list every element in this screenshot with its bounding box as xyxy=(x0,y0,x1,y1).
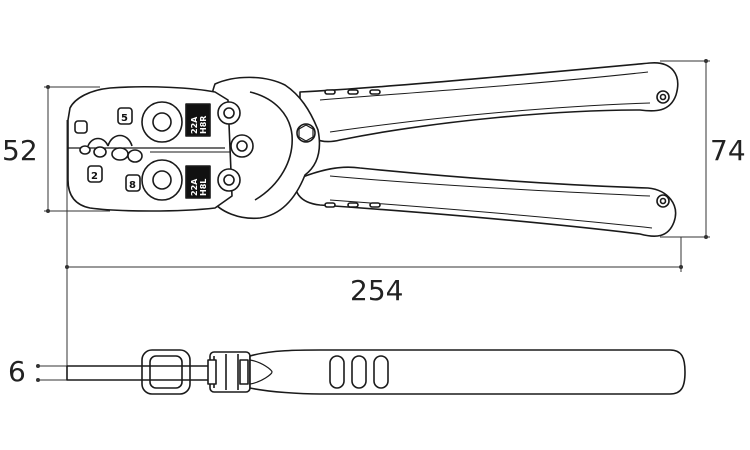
tool-top-view xyxy=(67,62,679,237)
die-label-2: 2 xyxy=(91,171,98,182)
tool-side-view xyxy=(66,349,686,395)
marking-upper-line1: 22A xyxy=(190,116,199,134)
side-grip-slot-3 xyxy=(373,355,389,389)
die-size-5-box xyxy=(117,107,133,125)
die-label-5: 5 xyxy=(121,113,128,124)
side-grip-slot-1 xyxy=(329,355,345,389)
upper-handle-inner-groove xyxy=(319,71,649,101)
dimension-label-total-length: 254 xyxy=(350,274,403,307)
upper-handle xyxy=(299,62,679,143)
dimension-lines xyxy=(38,60,710,381)
die-size-2-box xyxy=(87,165,103,183)
dimension-label-jaw-height: 52 xyxy=(2,134,38,167)
pivot-pin-upper-inner xyxy=(223,107,235,119)
lower-handle-inner-groove xyxy=(329,175,651,197)
die-size-8-box xyxy=(125,174,141,192)
marking-lower-group: 22A H8L xyxy=(190,178,208,196)
marking-upper-line2: H8R xyxy=(199,116,208,134)
marking-lower-line2: H8L xyxy=(199,179,208,196)
die-label-8: 8 xyxy=(129,180,136,191)
hex-bolt xyxy=(298,124,314,142)
side-handle-grip xyxy=(249,349,686,395)
dimension-label-handle-span: 74 xyxy=(710,134,746,167)
dimension-dots xyxy=(36,59,708,382)
marking-lower-line1: 22A xyxy=(190,178,199,196)
side-grip-slot-2 xyxy=(351,355,367,389)
die-square-small xyxy=(74,120,88,134)
marking-upper-group: 22A H8R xyxy=(190,116,208,134)
pivot-pin-middle-inner xyxy=(236,140,248,152)
die-cavity-upper xyxy=(87,134,133,147)
pivot-pin-lower-inner xyxy=(223,174,235,186)
die-roller-upper-inner xyxy=(152,112,172,132)
marking-plate-upper xyxy=(185,103,211,137)
pivot-lever-curve xyxy=(249,91,293,201)
marking-plate-lower xyxy=(185,165,211,199)
die-roller-lower-inner xyxy=(152,170,172,190)
upper-handle-inner-groove-2 xyxy=(329,102,651,133)
dimension-label-thickness: 6 xyxy=(8,355,26,388)
